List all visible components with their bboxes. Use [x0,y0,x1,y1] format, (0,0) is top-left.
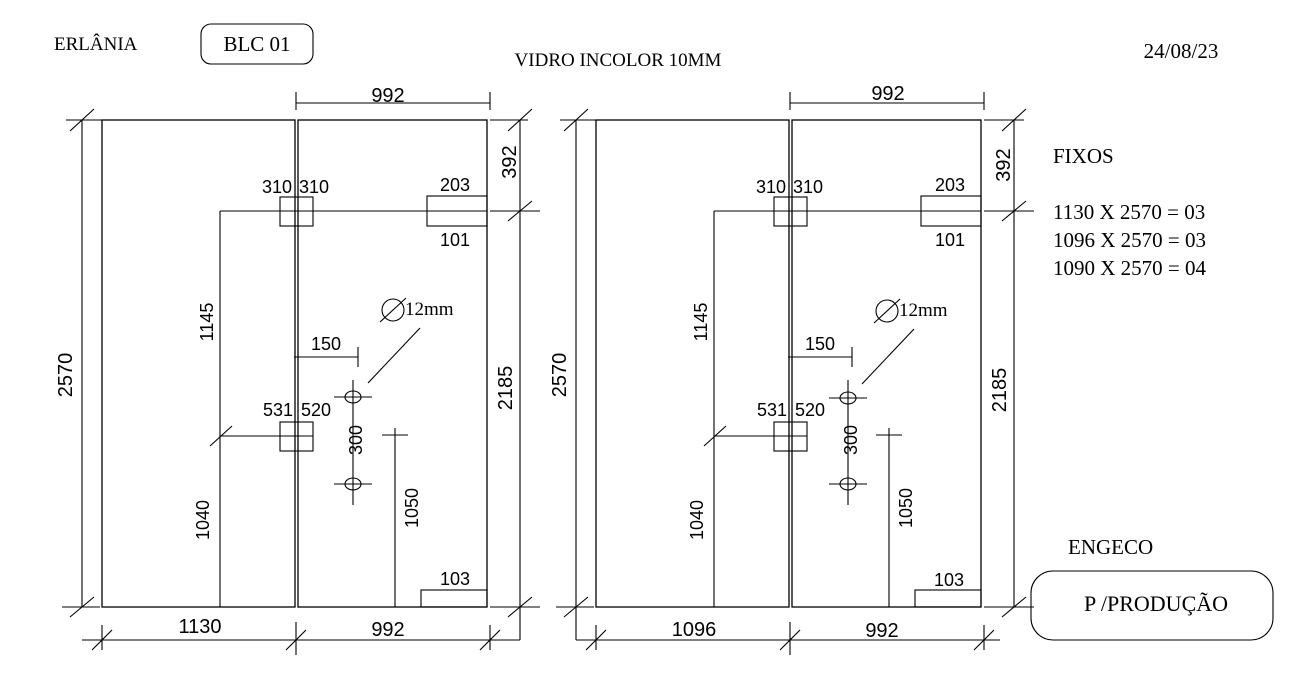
hinge-mid-left-dim: 531 [263,400,293,420]
hinge-top-right-dim: 310 [793,177,823,197]
fixos-item: 1090 X 2570 = 04 [1053,256,1207,280]
fixed-pane [595,119,790,608]
hole-diameter-label: 12mm [899,300,948,321]
bottom-lock [420,589,488,608]
right-bottom-dim: 992 [371,619,404,641]
hinge-top-left-dim: 310 [756,177,786,197]
top-hinge [279,196,314,227]
fixed-pane [101,119,296,608]
date-label: 24/08/23 [1144,39,1219,63]
production-stamp [1030,570,1274,641]
hole-offset-dim: 150 [311,334,341,354]
block-box [200,23,314,65]
door-pane [297,119,488,608]
lock-top-dim: 203 [440,175,470,195]
block-label: BLC 01 [223,32,290,56]
right-upper-dim: 392 [993,148,1015,181]
hole-spacing-dim: 300 [346,425,366,455]
hole-diameter-label: 12mm [405,299,454,320]
bottom-lock-dim: 103 [934,570,964,590]
door-pane [791,119,982,608]
top-width-dim: 992 [371,85,404,107]
left-bottom-dim: 1096 [672,619,717,641]
right-upper-dim: 392 [499,145,521,178]
panel-2: 992 2570 392 2185 1096 992 310 310 203 1… [549,83,1034,655]
middle-hinge [773,421,808,452]
middle-hinge [279,421,314,452]
left-bottom-dim: 1130 [178,616,221,638]
material-label: VIDRO INCOLOR 10MM [515,50,722,71]
fixos-item: 1130 X 2570 = 03 [1053,200,1205,224]
location-label: ERLÂNIA [54,33,138,55]
hole-spacing-dim: 300 [841,425,861,455]
panel-1: 992 2570 392 2185 1130 992 310 310 [55,85,540,655]
left-lower-dim: 1040 [687,500,707,540]
lock-bottom-dim: 101 [440,230,470,250]
hole-lower [839,477,857,491]
bottom-lock [914,589,982,608]
production-stamp-label: P /PRODUÇÃO [1084,591,1228,616]
top-width-dim: 992 [871,83,904,105]
fixos-item: 1096 X 2570 = 03 [1053,228,1206,252]
hinge-mid-right-dim: 520 [795,400,825,420]
top-lock [426,195,488,227]
company-label: ENGECO [1068,535,1153,559]
hole-lower [344,477,362,491]
handle-height-dim: 1050 [402,488,422,528]
bottom-lock-dim: 103 [440,569,470,589]
left-upper-dim: 1145 [691,303,711,342]
left-lower-dim: 1040 [193,500,213,540]
hinge-top-right-dim: 310 [299,177,329,197]
right-lower-dim: 2185 [495,366,517,411]
hinge-mid-left-dim: 531 [757,400,787,420]
lock-top-dim: 203 [935,175,965,195]
handle-height-dim: 1050 [896,488,916,528]
hinge-top-left-dim: 310 [262,177,292,197]
total-height-dim: 2570 [55,353,77,398]
diameter-icon [381,298,405,322]
top-lock [920,195,982,227]
hinge-mid-right-dim: 520 [301,400,331,420]
left-upper-dim: 1145 [197,303,217,342]
hole-offset-dim: 150 [805,334,835,354]
fixos-title: FIXOS [1053,144,1114,168]
hole-upper [344,390,362,404]
right-lower-dim: 2185 [989,368,1011,413]
right-bottom-dim: 992 [865,620,898,642]
hole-upper [839,391,857,405]
lock-bottom-dim: 101 [935,230,965,250]
top-hinge [773,196,808,227]
total-height-dim: 2570 [549,353,571,398]
diameter-icon [875,299,899,323]
